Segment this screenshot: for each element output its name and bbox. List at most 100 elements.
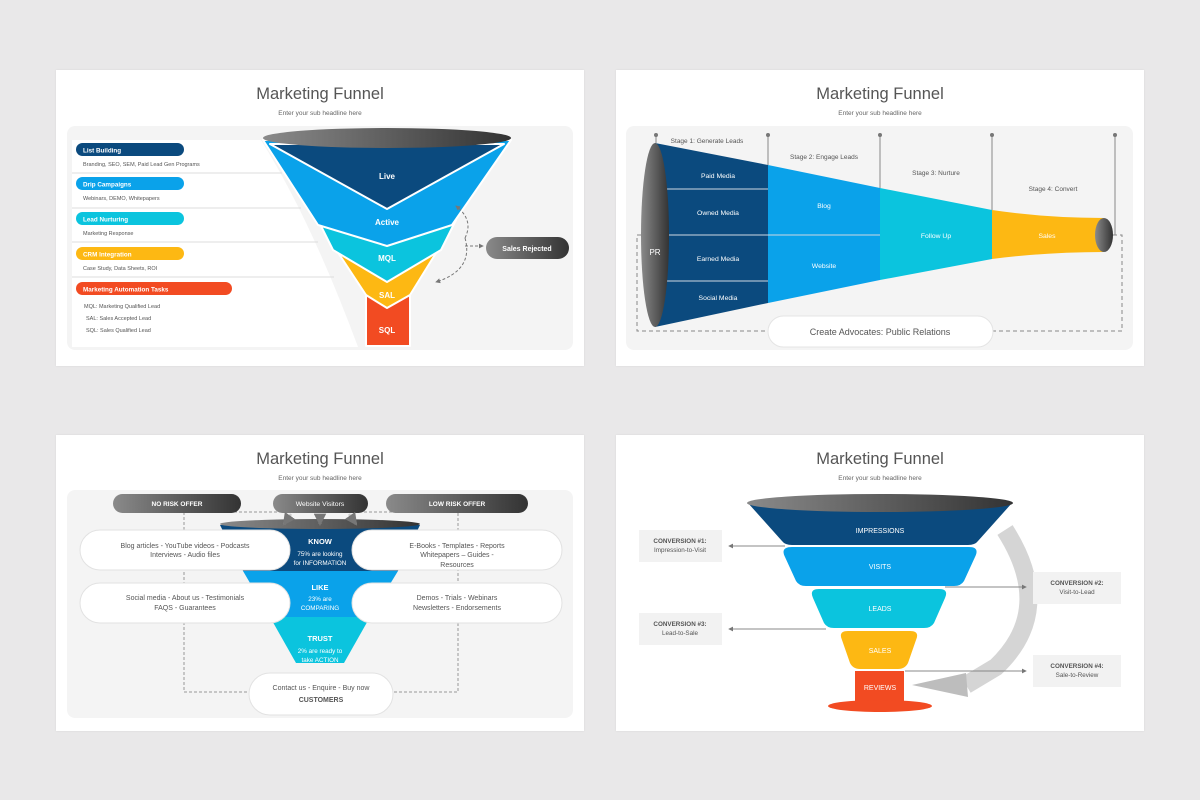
slide-title: Marketing Funnel <box>816 450 943 468</box>
tier-label: REVIEWS <box>864 685 897 692</box>
slide-title: Marketing Funnel <box>256 450 383 468</box>
slide-subtitle: Enter your sub headline here <box>838 110 922 117</box>
slide-subtitle: Enter your sub headline here <box>278 475 362 482</box>
stage-label: Stage 3: Nurture <box>912 170 960 177</box>
tier-leads <box>811 589 947 628</box>
media-label: Earned Media <box>697 256 740 263</box>
conversion-desc: Visit-to-Lead <box>1059 589 1095 596</box>
item-desc: Case Study, Data Sheets, ROI <box>83 266 158 272</box>
content-text: Social media - About us - Testimonials <box>126 595 245 602</box>
tier-sales <box>840 631 918 669</box>
level-desc: 75% are looking <box>297 551 343 558</box>
funnel-label: SAL <box>379 291 395 300</box>
conversion-box <box>1033 655 1121 687</box>
item-pill <box>76 177 184 190</box>
slide-4-conversion-funnel[interactable]: Marketing Funnel Enter your sub headline… <box>616 435 1144 731</box>
funnel-top <box>263 128 511 148</box>
level-desc: 23% are <box>308 596 332 603</box>
end-ellipse <box>1095 218 1113 252</box>
reject-arrow <box>435 237 468 284</box>
item-desc: Marketing Response <box>83 231 133 237</box>
content-text: Whitepapers – Guides - <box>420 552 494 559</box>
content-text: Newsletters - Endorsements <box>413 605 501 612</box>
conversion-box <box>639 530 722 562</box>
engage-label: Website <box>812 263 837 270</box>
pr-label: PR <box>649 248 660 257</box>
segment-engage <box>768 165 880 303</box>
stage-label: Stage 2: Engage Leads <box>790 154 859 161</box>
content-text: Demos - Trials - Webinars <box>417 595 498 602</box>
item-label: List Building <box>83 148 121 155</box>
list-item: CRM Integration Case Study, Data Sheets,… <box>76 247 184 272</box>
sales-rejected-pill <box>486 237 569 259</box>
conversion-title: CONVERSION #4: <box>1050 663 1103 670</box>
website-visitors-pill <box>273 494 368 513</box>
content-text: E-Books - Templates - Reports <box>409 543 505 550</box>
conversion-box <box>639 613 722 645</box>
list-box <box>72 140 358 347</box>
funnel-label: MQL <box>378 254 396 263</box>
nurture-label: Follow Up <box>921 233 951 240</box>
level-trust <box>270 617 370 663</box>
pr-ellipse <box>641 143 669 327</box>
website-visitors-label: Website Visitors <box>296 501 345 508</box>
segment-nurture <box>880 188 992 280</box>
stage-label: Stage 1: Generate Leads <box>671 138 744 145</box>
low-risk-label: LOW RISK OFFER <box>429 501 486 508</box>
customers-pill <box>248 672 394 716</box>
item-desc: SAL: Sales Accepted Lead <box>86 316 151 322</box>
level-desc: 2% are ready to <box>298 648 343 655</box>
content-text: Blog articles - YouTube videos - Podcast… <box>121 543 250 550</box>
content-text: FAQS - Guarantees <box>154 605 216 612</box>
low-risk-pill <box>386 494 528 513</box>
advocates-pill <box>767 315 994 348</box>
customers-actions: Contact us - Enquire - Buy now <box>273 685 371 692</box>
level-desc: take ACTION <box>301 657 339 664</box>
level-desc: for INFORMATION <box>294 560 347 567</box>
funnel-label: Active <box>375 218 400 227</box>
list-item: List Building Branding, SEO, SEM, Paid L… <box>76 143 200 168</box>
funnel-base <box>828 700 932 712</box>
loop-arrow-head <box>912 673 968 697</box>
slide-subtitle: Enter your sub headline here <box>278 110 362 117</box>
conversion-box <box>1033 572 1121 604</box>
item-pill <box>76 212 184 225</box>
content-pill <box>351 582 563 624</box>
tier-label: SALES <box>869 648 892 655</box>
list-item: Drip Campaigns Webinars, DEMO, Whitepape… <box>76 177 184 202</box>
slide-3-know-like-trust[interactable]: Marketing Funnel Enter your sub headline… <box>56 435 584 731</box>
no-risk-label: NO RISK OFFER <box>152 501 203 508</box>
item-desc: MQL: Marketing Qualified Lead <box>84 304 160 310</box>
tier-label: IMPRESSIONS <box>856 528 905 535</box>
item-desc: Branding, SEO, SEM, Paid Lead Gen Progra… <box>83 162 200 168</box>
funnel-label: Live <box>379 172 396 181</box>
funnel <box>262 139 512 347</box>
slide-2-stage-funnel[interactable]: Marketing Funnel Enter your sub headline… <box>616 70 1144 366</box>
content-text: Interviews - Audio files <box>150 552 220 559</box>
conversion-desc: Impression-to-Visit <box>654 547 706 554</box>
convert-label: Sales <box>1038 233 1056 240</box>
visitor-arrows <box>282 511 358 527</box>
content-text: Resources <box>440 562 474 569</box>
content-pill <box>79 582 291 624</box>
tier-label: LEADS <box>869 606 892 613</box>
conversion-desc: Lead-to-Sale <box>662 630 699 637</box>
customers-label: CUSTOMERS <box>299 697 344 704</box>
tier-impressions <box>748 503 1012 545</box>
list-item: Marketing Automation Tasks MQL: Marketin… <box>76 282 232 334</box>
item-label: Drip Campaigns <box>83 182 132 189</box>
slide-title: Marketing Funnel <box>816 85 943 103</box>
item-desc: SQL: Sales Qualified Lead <box>86 328 151 334</box>
slide-subtitle: Enter your sub headline here <box>838 475 922 482</box>
item-pill <box>76 143 184 156</box>
media-label: Owned Media <box>697 210 739 217</box>
level-name: TRUST <box>308 634 333 643</box>
media-label: Social Media <box>699 295 738 302</box>
item-label: Marketing Automation Tasks <box>83 287 169 294</box>
item-label: CRM Integration <box>83 252 132 259</box>
tier-visits <box>783 547 977 586</box>
content-pill <box>351 529 563 571</box>
advocates-label: Create Advocates: Public Relations <box>810 327 951 337</box>
slide-1-lead-funnel[interactable]: Marketing Funnel Enter your sub headline… <box>56 70 584 366</box>
stage-label: Stage 4: Convert <box>1029 186 1078 193</box>
